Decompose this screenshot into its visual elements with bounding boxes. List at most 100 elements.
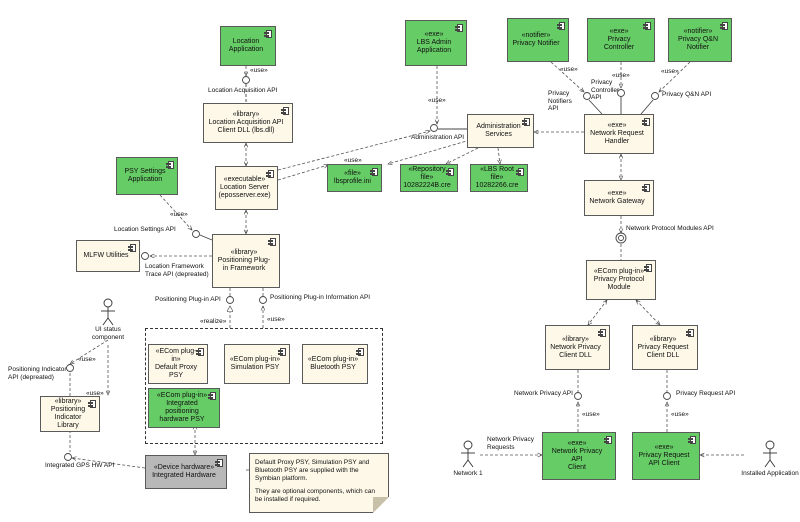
interface-stem-ls: [199, 234, 213, 241]
component-privacy-controller[interactable]: «exe» Privacy Controller: [587, 18, 655, 62]
component-network-request-handler[interactable]: «exe» Network Request Handler: [584, 114, 654, 154]
label-location-settings-api: Location Settings API: [114, 226, 176, 233]
component-privacy-notifier[interactable]: «notifier» Privacy Notifier: [507, 18, 569, 62]
edge-admin-repo: [446, 147, 479, 165]
interface-positioning-plugin: [226, 296, 234, 304]
component-positioning-indicator-library[interactable]: «library» Positioning Indicator Library: [40, 396, 100, 432]
interface-administration: [430, 124, 438, 132]
interface-location-settings: [192, 230, 200, 238]
label-location-acquisition-api: Location Acquisition API: [208, 87, 278, 94]
component-privacy-qn-notifier[interactable]: «notifier» Privacy Q&N Notifier: [668, 18, 732, 62]
edge-server-adminapi: [277, 131, 430, 171]
component-repository-file[interactable]: «Repository file» 10282224B.cre: [400, 164, 458, 192]
component-icon: [266, 170, 274, 178]
actor-network-1: Network 1: [453, 470, 483, 477]
use-label-admin: «use»: [428, 97, 446, 104]
component-positioning-plugin-framework[interactable]: «library» Positioning Plug- in Framework: [212, 234, 280, 288]
component-simulation-psy[interactable]: «ECom plug-in» Simulation PSY: [224, 344, 290, 384]
component-icon: [688, 436, 696, 444]
component-lbsprofile-ini[interactable]: «file» lbsprofile.ini: [327, 164, 382, 192]
edge-admin-root: [498, 147, 500, 164]
component-privacy-request-api-client[interactable]: «exe» Privacy Request API Client: [632, 432, 700, 480]
use-label-indicator: «use»: [86, 390, 104, 397]
use-label-controller: «use»: [612, 72, 630, 79]
component-privacy-protocol-module[interactable]: «ECom plug-in» Privacy Protocol Module: [586, 260, 656, 300]
interface-integrated-gps-hw: [64, 453, 72, 461]
label-privacy-qn-api: Privacy Q&N API: [662, 91, 712, 98]
actor-ui-status-component: UI status component: [91, 326, 125, 341]
component-icon: [516, 168, 524, 176]
interface-stem-qn: [640, 99, 654, 115]
edge-ui-use: [70, 339, 109, 364]
component-network-gateway[interactable]: «exe» Network Gateway: [584, 180, 654, 216]
use-label-psy-settings: «use»: [170, 211, 188, 218]
use-label-location-app: «use»: [250, 67, 268, 74]
use-label-ui-status: «use»: [78, 356, 96, 363]
realize-label: «realize»: [200, 318, 227, 325]
label-network-protocol-modules-api: Network Protocol Modules API: [626, 225, 714, 232]
component-icon: [598, 329, 606, 337]
component-icon: [196, 348, 204, 356]
interface-privacy-request: [663, 392, 671, 400]
interface-stem-pn: [588, 99, 603, 115]
component-privacy-request-client-dll[interactable]: «library» Privacy Request Client DLL: [632, 325, 698, 370]
component-icon: [208, 392, 216, 400]
use-label-pr-client: «use»: [671, 411, 689, 418]
component-lbs-admin-application[interactable]: «exe» LBS Admin Application: [405, 20, 467, 66]
label-privacy-controller-api: Privacy Controller API: [591, 79, 620, 101]
component-location-server[interactable]: «executable» Location Server (eposserver…: [215, 166, 278, 210]
component-icon: [720, 22, 728, 30]
edge-admin-ini: [388, 139, 471, 164]
edge-ppm-prc: [636, 300, 660, 325]
component-mlfw-utilities[interactable]: MLFW Utilities: [76, 240, 140, 272]
component-icon: [604, 436, 612, 444]
component-icon: [642, 118, 650, 126]
component-psy-settings-application[interactable]: PSY Settings Application: [116, 157, 178, 195]
note-fold-corner: [373, 497, 389, 513]
component-network-privacy-api-client[interactable]: «exe» Network Privacy API Client: [542, 432, 616, 480]
component-default-proxy-psy[interactable]: «ECom plug-in» Default Proxy PSY: [148, 344, 208, 384]
actor-installed-application: Installed Application: [741, 470, 799, 477]
edge-notifier-use: [550, 61, 584, 92]
component-icon: [642, 184, 650, 192]
label-positioning-plugin-information-api: Positioning Plug-in Information API: [270, 294, 371, 301]
component-icon: [686, 329, 694, 337]
label-positioning-indicator-api: Positioning Indicator API (depreated): [8, 366, 67, 381]
label-positioning-plugin-api: Positioning Plug-in API: [155, 296, 221, 303]
component-location-application[interactable]: Location Application: [220, 26, 276, 66]
component-integrated-positioning-hw-psy[interactable]: «ECom plug-in» Integrated positioning ha…: [148, 388, 220, 428]
edge-qn-use: [659, 61, 691, 92]
component-icon: [281, 107, 289, 115]
component-icon: [455, 24, 463, 32]
interface-location-acquisition: [242, 76, 250, 84]
component-icon: [643, 22, 651, 30]
interface-privacy-controller: [617, 89, 625, 97]
edge-ppm-npc: [588, 300, 607, 325]
component-integrated-hardware[interactable]: «Device hardware» Integrated Hardware: [145, 455, 227, 489]
label-network-privacy-requests: Network Privacy Requests: [487, 436, 534, 451]
use-label-package: «use»: [267, 316, 285, 323]
label-location-framework-trace-api: Location Framework Trace API (depreated): [145, 263, 209, 278]
component-icon: [644, 264, 652, 272]
use-label-qn: «use»: [661, 68, 679, 75]
component-location-acquisition-client[interactable]: «library» Location Acquisition API Clien…: [203, 103, 293, 143]
actor-ui-status-icon: [101, 298, 115, 326]
component-administration-services[interactable]: Administration Services: [467, 114, 534, 148]
component-icon: [356, 348, 364, 356]
interface-privacy-notifiers: [583, 92, 591, 100]
actor-installed-app-icon: [763, 440, 777, 468]
component-network-privacy-client-dll[interactable]: «library» Network Privacy Client DLL: [545, 325, 610, 370]
component-icon: [166, 161, 174, 169]
component-bluetooth-psy[interactable]: «ECom plug-in» Bluetooth PSY: [302, 344, 368, 384]
component-lbs-root-file[interactable]: «LBS Root file» 10282266.cre: [470, 164, 528, 192]
use-label-notifier: «use»: [560, 66, 578, 73]
label-network-privacy-api: Network Privacy API: [514, 390, 573, 397]
interface-network-privacy: [574, 392, 582, 400]
use-label-ini: «use»: [344, 157, 362, 164]
edge-server-ini: [277, 165, 328, 181]
psy-plugin-package: [145, 328, 383, 444]
actor-network-1-icon: [461, 440, 475, 468]
use-label-np-client: «use»: [582, 411, 600, 418]
interface-positioning-plugin-info: [259, 296, 267, 304]
edge-psysettings-use: [159, 194, 192, 230]
